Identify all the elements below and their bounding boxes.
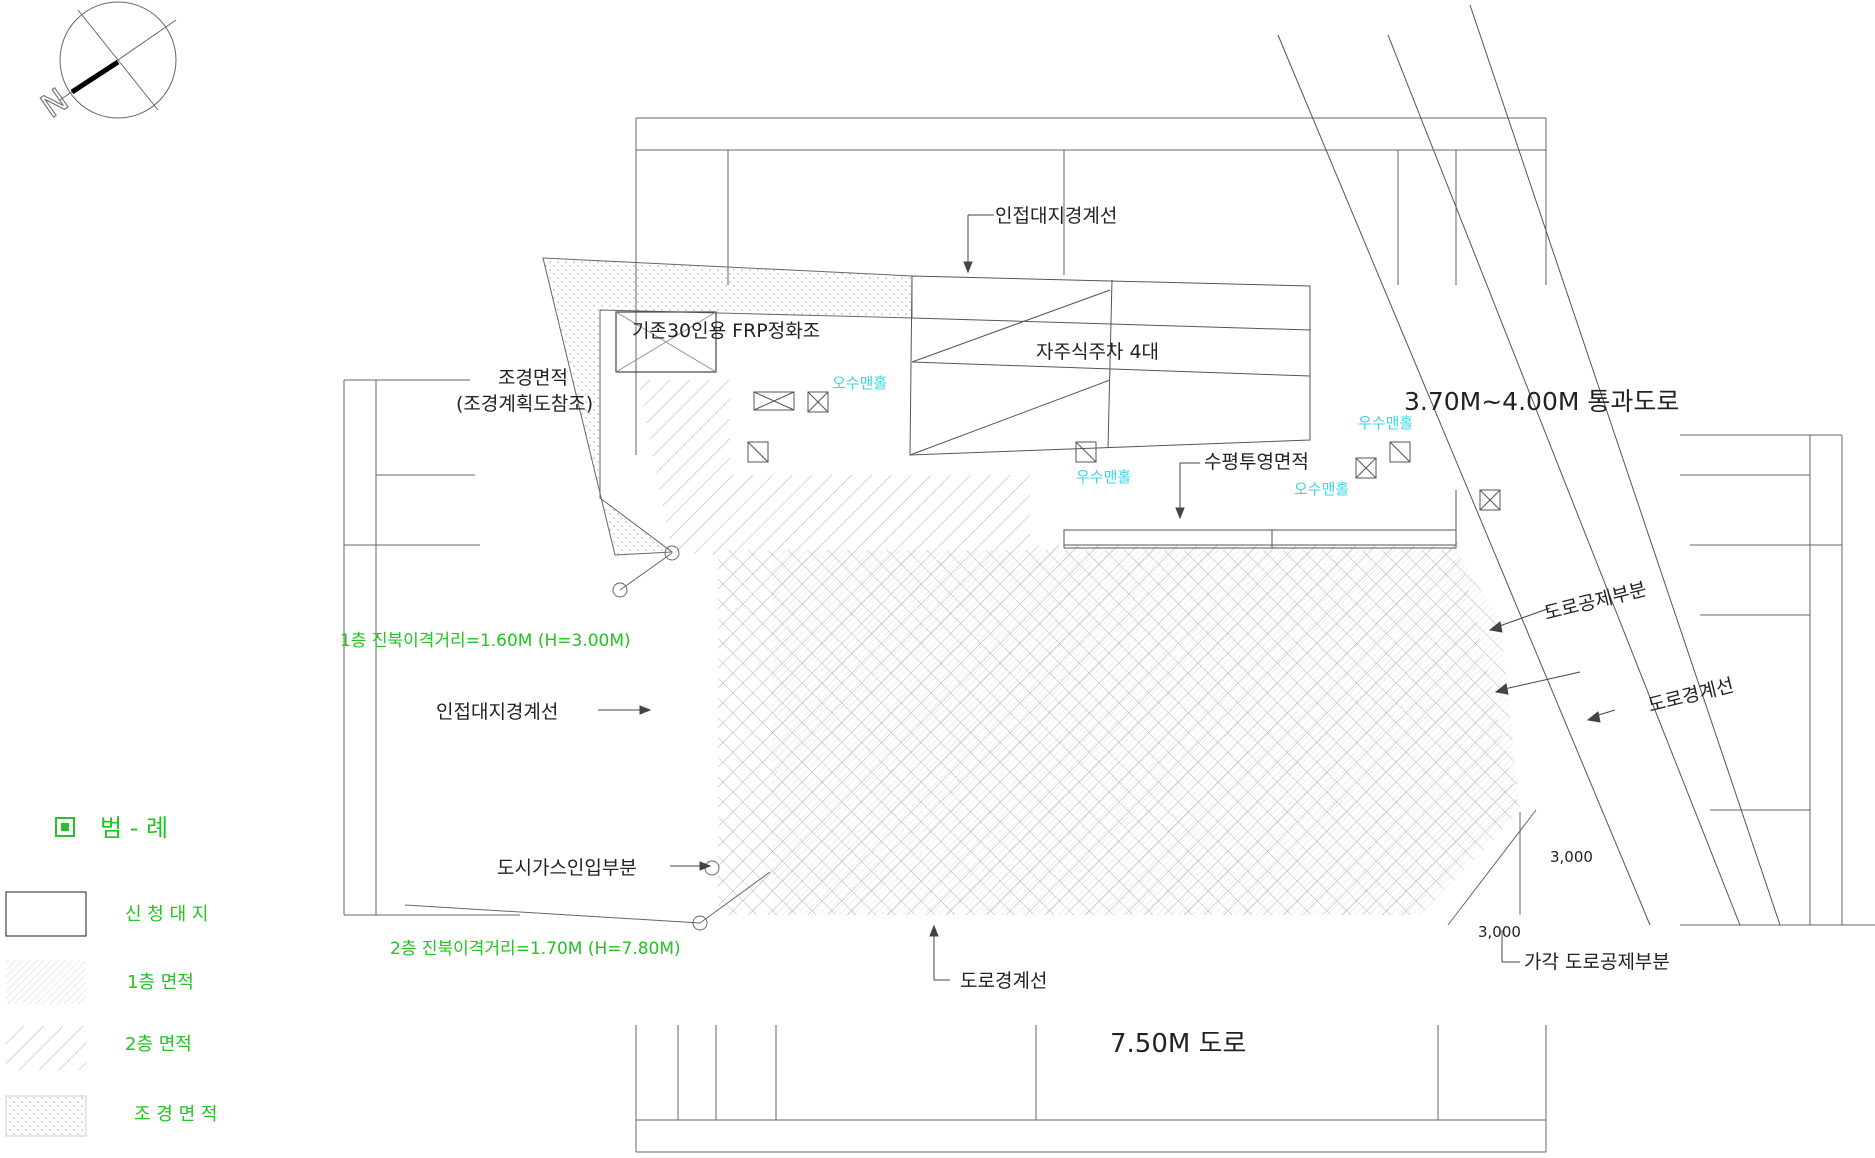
label-rain-manhole-2: 우수맨홀: [1076, 468, 1131, 486]
legend-swatch-1f: [6, 960, 86, 1004]
legend-bullet-icon: [55, 817, 75, 837]
label-adjacent-boundary-top: 인접대지경계선: [995, 205, 1117, 227]
label-corner-deduction: 가각 도로공제부분: [1524, 951, 1670, 973]
legend-item-2f: 2층 면적: [125, 1034, 192, 1055]
legend-item-site: 신 청 대 지: [125, 904, 208, 925]
label-adjacent-boundary-left: 인접대지경계선: [436, 701, 558, 723]
manhole-icon: [807, 391, 829, 413]
legend: 범 - 례 신 청 대 지 1층 면적 2층 면적 조 경 면 적: [5, 814, 217, 1137]
corner-deduction-lines: [1447, 809, 1537, 926]
legend-item-landscape: 조 경 면 적: [134, 1104, 217, 1125]
label-road-boundary-bottom: 도로경계선: [960, 970, 1047, 992]
manhole-icon: [1355, 457, 1377, 479]
label-road-boundary-right: 도로경계선: [1646, 674, 1736, 716]
label-setback-1f: 1층 진북이격거리=1.60M (H=3.00M): [340, 631, 631, 651]
legend-swatch-site: [5, 891, 87, 937]
bottom-dimension-lines: [635, 1025, 1547, 1153]
right-dimension-lines: [1680, 434, 1875, 926]
frp-tank-box: [615, 311, 717, 373]
label-through-road: 3.70M~4.00M 통과도로: [1404, 387, 1679, 416]
label-dim-3000-a: 3,000: [1550, 848, 1593, 866]
manhole-icon: [753, 391, 795, 411]
label-landscape-area-2: (조경계획도참조): [456, 393, 593, 415]
top-dimension-lines: [635, 117, 1547, 455]
left-dimension-lines: [343, 379, 520, 916]
label-setback-2f: 2층 진북이격거리=1.70M (H=7.80M): [390, 939, 681, 959]
manhole-icon: [1389, 441, 1411, 463]
first-floor-area: [718, 550, 1520, 915]
manhole-icon: [1075, 441, 1097, 463]
legend-title: 범 - 례: [100, 814, 168, 842]
manhole-icons: [747, 391, 1501, 511]
manhole-icon: [1479, 489, 1501, 511]
label-road-deduction: 도로공제부분: [1542, 578, 1649, 625]
label-frp-tank: 기존30인용 FRP정화조: [632, 320, 820, 342]
label-horizontal-projection: 수평투영면적: [1204, 451, 1309, 473]
north-arrow-icon: N: [33, 1, 177, 126]
label-parking: 자주식주차 4대: [1036, 341, 1159, 363]
label-city-gas: 도시가스인입부분: [497, 857, 637, 879]
label-road-750: 7.50M 도로: [1110, 1029, 1246, 1059]
label-dim-3000-b: 3,000: [1478, 923, 1521, 941]
horizontal-projection-band: [1063, 490, 1457, 549]
legend-swatch-2f: [6, 1026, 86, 1070]
legend-item-1f: 1층 면적: [127, 972, 194, 993]
parking-area: [909, 275, 1311, 456]
manhole-icon: [747, 441, 769, 463]
svg-text:N: N: [34, 81, 75, 126]
leader-lines: [598, 214, 1616, 981]
label-rain-manhole-3: 우수맨홀: [1358, 414, 1413, 432]
label-rain-manhole-4: 오수맨홀: [1294, 480, 1349, 498]
label-rain-manhole-1: 오수맨홀: [832, 374, 887, 392]
through-road-lines: [1277, 4, 1781, 926]
legend-swatch-landscape: [5, 1095, 87, 1137]
label-landscape-area-1: 조경면적: [498, 367, 568, 389]
